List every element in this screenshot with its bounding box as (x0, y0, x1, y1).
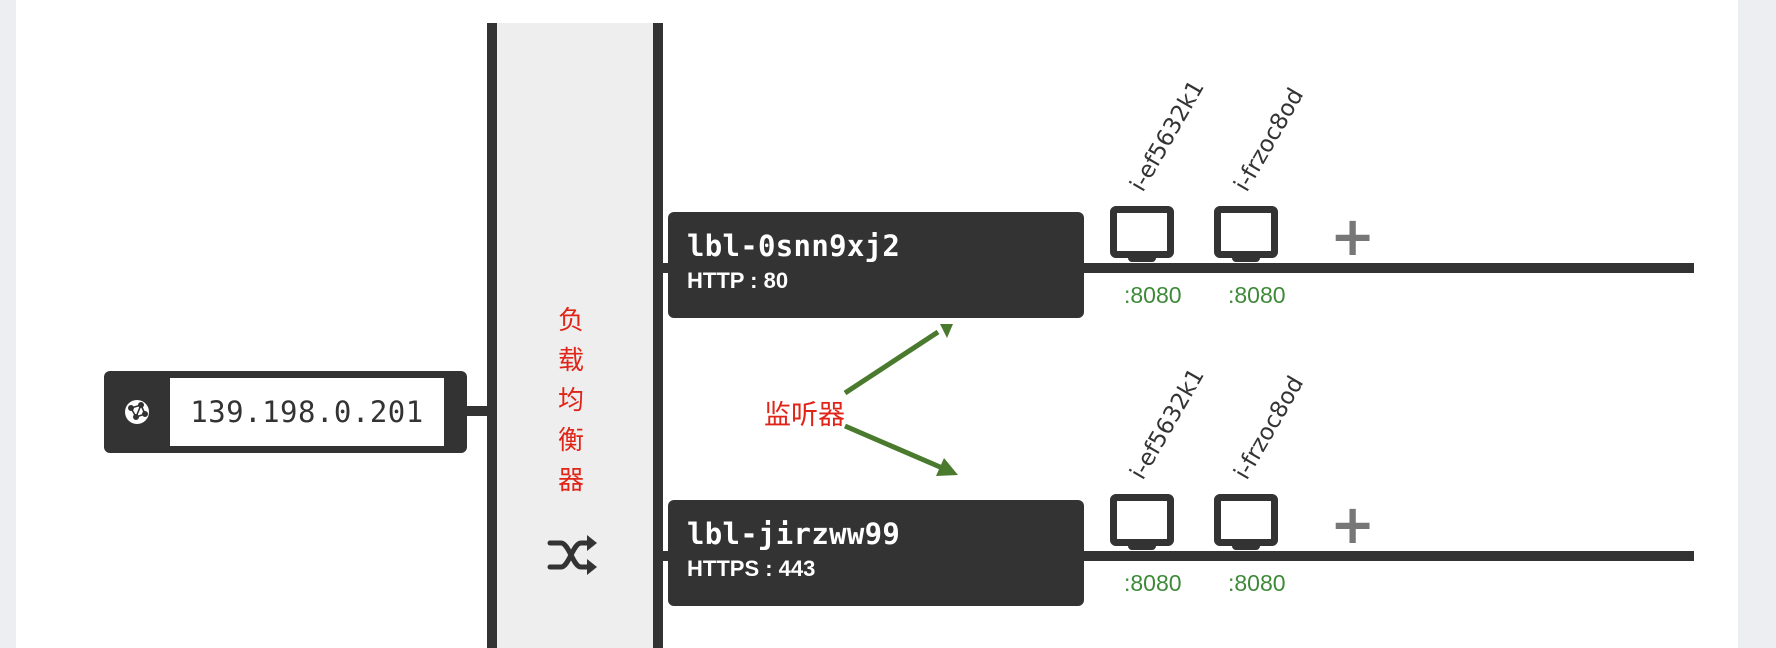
backend-port: :8080 (1228, 570, 1286, 596)
load-balancer-label-char: 负 (557, 306, 584, 336)
load-balancer-label-char: 器 (557, 466, 584, 496)
add-backend-button[interactable]: + (1330, 205, 1376, 268)
listener-name: lbl-jirzww99 (687, 517, 901, 551)
monitor-stand (1232, 544, 1260, 550)
globe-network-icon (104, 371, 170, 453)
monitor-stand (1128, 544, 1156, 550)
listener-protocol: HTTP : 80 (687, 268, 789, 293)
arrow-to-listener-1 (843, 324, 953, 396)
monitor-stand (1128, 256, 1156, 262)
listener-arrows (843, 324, 958, 476)
listener-protocol: HTTPS : 443 (687, 556, 816, 581)
listener-label: 监听器 (764, 400, 845, 431)
eip-node[interactable]: 139.198.0.201 (104, 371, 467, 453)
listener-name: lbl-0snn9xj2 (687, 229, 901, 263)
backend-port: :8080 (1124, 570, 1182, 596)
backend-port: :8080 (1228, 282, 1286, 308)
monitor-icon (1214, 494, 1278, 546)
eip-address-field: 139.198.0.201 (170, 378, 444, 446)
backend-bus-line (1082, 263, 1694, 273)
monitor-stand (1232, 256, 1260, 262)
monitor-icon (1110, 206, 1174, 258)
load-balancer-node[interactable]: 负载均衡器 (487, 23, 663, 648)
arrow-to-listener-2 (844, 423, 958, 476)
load-balancer-label-char: 载 (557, 346, 584, 376)
load-balancer-label: 负载均衡器 (551, 301, 591, 501)
backend-bus-line (1082, 551, 1694, 561)
eip-address: 139.198.0.201 (190, 395, 424, 429)
add-backend-button[interactable]: + (1330, 493, 1376, 556)
load-balancer-label-char: 衡 (557, 426, 584, 456)
monitor-icon (1110, 494, 1174, 546)
monitor-icon (1214, 206, 1278, 258)
backend-port: :8080 (1124, 282, 1182, 308)
shuffle-icon (547, 533, 599, 581)
eip-connector (467, 406, 495, 416)
load-balancer-label-char: 均 (557, 386, 584, 416)
